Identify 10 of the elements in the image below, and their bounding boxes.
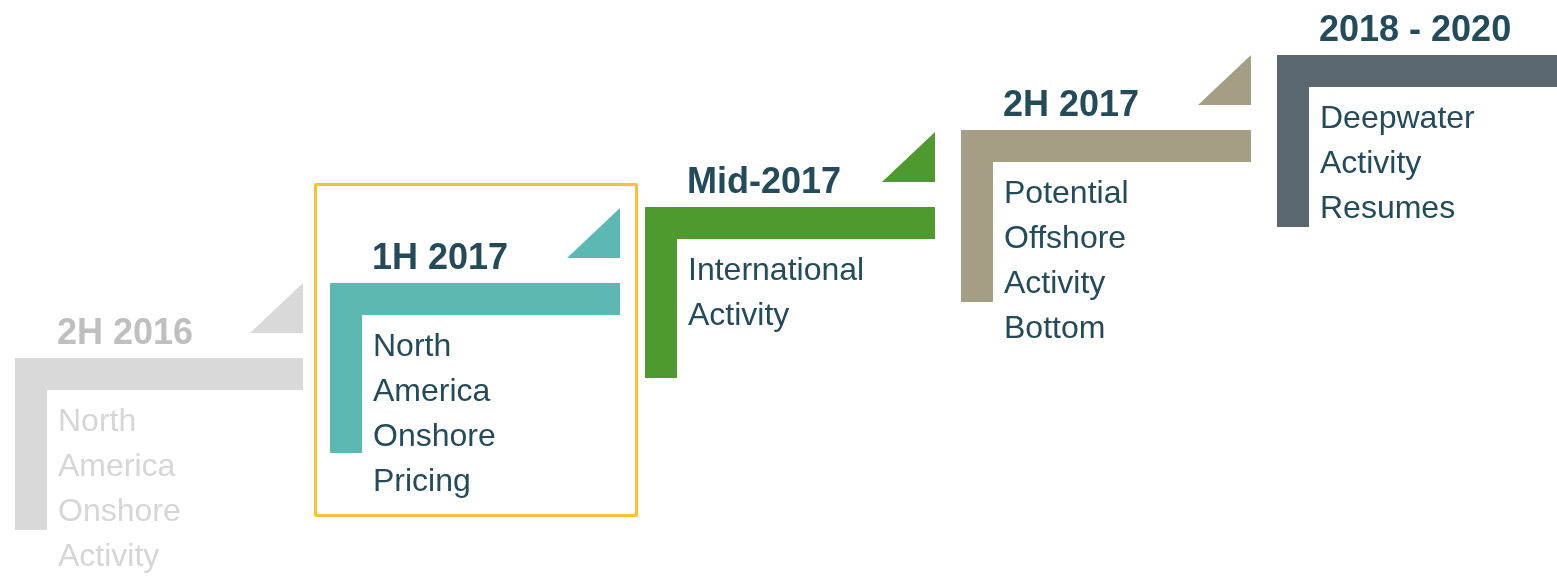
period-heading: 2018 - 2020	[1319, 9, 1512, 49]
step-description: North America Onshore Pricing	[373, 326, 497, 500]
period-heading: 2H 2016	[57, 312, 194, 352]
period-heading: Mid-2017	[687, 161, 842, 201]
highlight-frame	[314, 183, 638, 517]
step-description: Deepwater Activity Resumes	[1320, 98, 1476, 227]
step-description: International Activity	[688, 250, 866, 334]
step-description: Potential Offshore Activity Bottom	[1004, 173, 1130, 347]
period-heading: 1H 2017	[372, 237, 509, 277]
period-heading: 2H 2017	[1003, 84, 1140, 124]
